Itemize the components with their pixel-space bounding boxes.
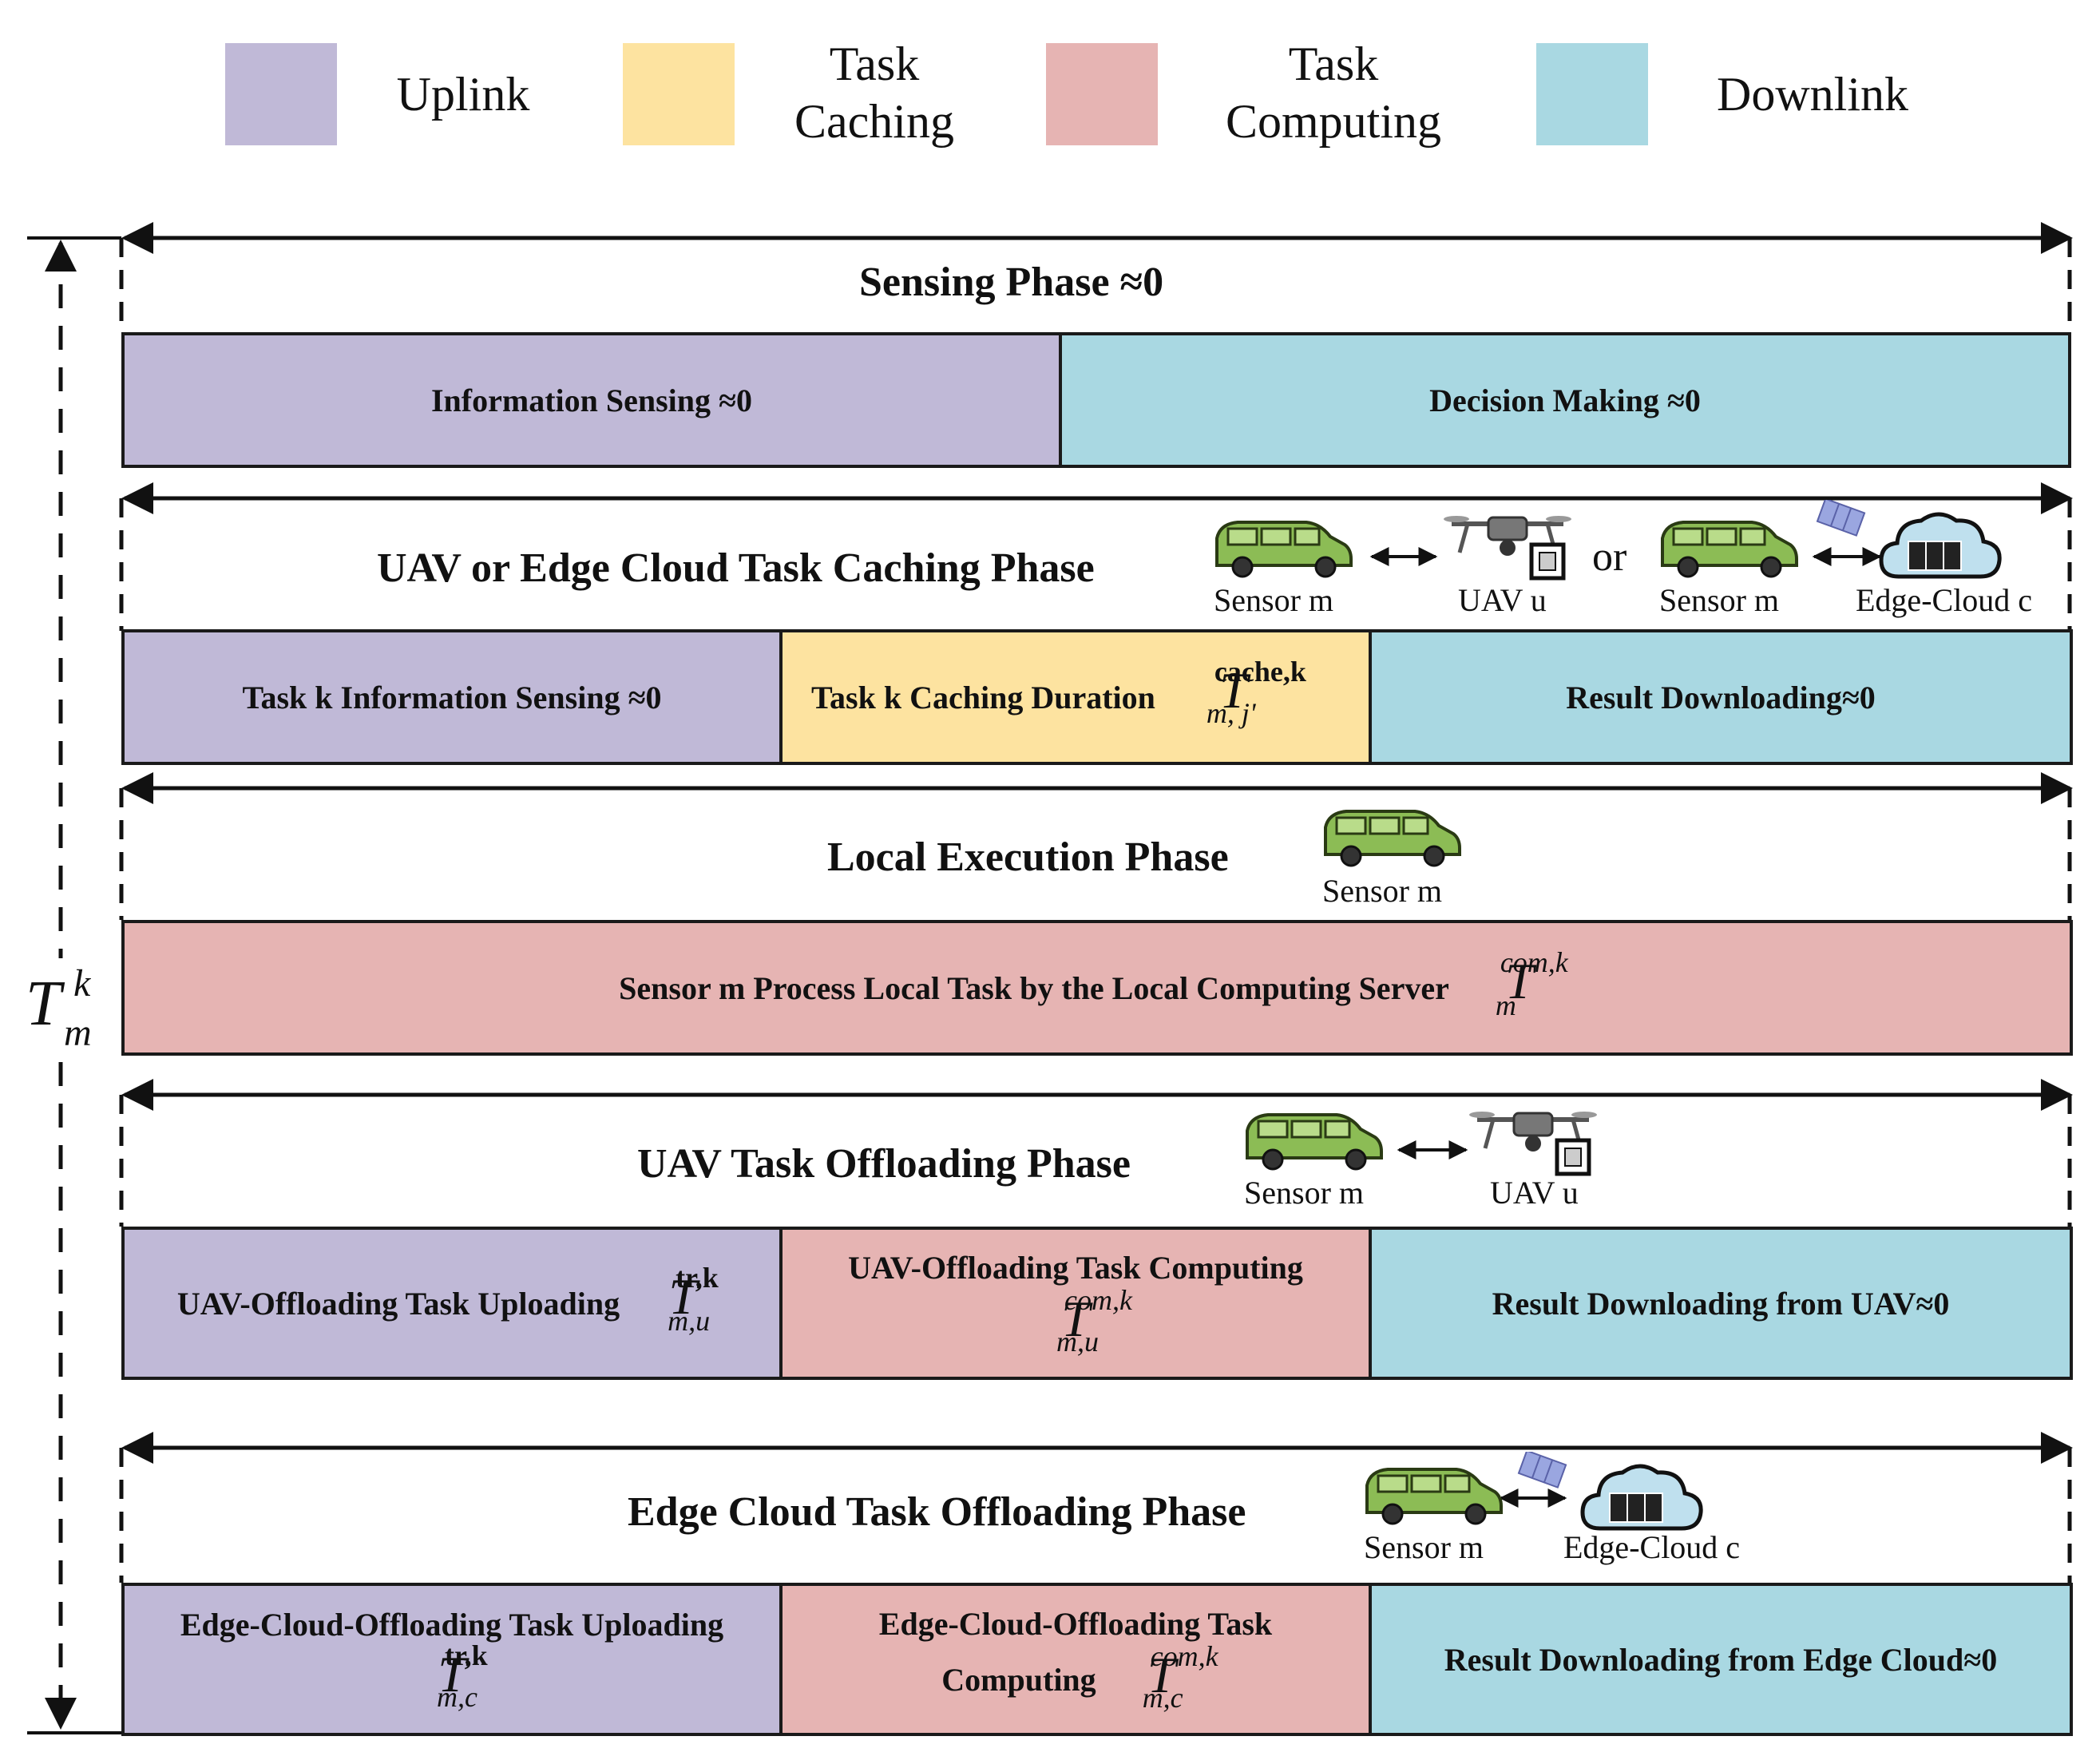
uav-upload-T: T	[668, 1268, 697, 1325]
uav-drone-icon	[1444, 516, 1571, 581]
legend-swatch-downlink	[1536, 43, 1648, 145]
legend-swatch-caching	[623, 43, 735, 145]
local-phase-row: Sensor m Process Local Task by the Local…	[121, 920, 2073, 1056]
edge-offload-phase-row: Edge-Cloud-Offloading Task Uploading T t…	[121, 1583, 2073, 1736]
caching-duration-symbol: T cache,k m, j'	[1178, 656, 1306, 733]
uav-upload-sub: m,u	[668, 1305, 711, 1337]
car-icon	[1324, 810, 1461, 867]
total-time-symbol: T k m	[22, 962, 102, 1059]
task-info-sensing-cell: Task k Information Sensing ≈0	[125, 632, 779, 762]
task-caching-duration-label: Task k Caching Duration	[811, 679, 1155, 715]
uav-uploading-cell: UAV-Offloading Task Uploading T tr,k m,u	[125, 1230, 779, 1377]
uav-offload-sensor-label: Sensor m	[1244, 1175, 1364, 1211]
car-icon	[1661, 521, 1798, 578]
legend-label-computing-line1: Task	[1288, 38, 1379, 90]
information-sensing-cell: Information Sensing ≈0	[125, 335, 1059, 465]
edge-uploading-symbol: T tr,k m,c	[408, 1639, 496, 1714]
edge-computing-label-line1: Edge-Cloud-Offloading Task	[878, 1605, 1273, 1642]
uav-compute-T: T	[1061, 1290, 1090, 1347]
edge-uploading-cell: Edge-Cloud-Offloading Task Uploading T t…	[125, 1586, 779, 1733]
edge-uploading-label: Edge-Cloud-Offloading Task Uploading	[180, 1606, 724, 1643]
local-compute-symbol: T com,k m	[1464, 946, 1575, 1024]
car-icon	[1215, 521, 1353, 578]
total-time-sub: m	[64, 1012, 92, 1054]
total-time-T: T	[26, 969, 61, 1039]
uav-offload-phase-title: UAV Task Offloading Phase	[637, 1141, 1131, 1187]
local-phase-title: Local Execution Phase	[827, 834, 1229, 880]
local-sup: com,k	[1500, 946, 1568, 978]
edge-result-downloading-cell: Result Downloading from Edge Cloud≈0	[1369, 1586, 2070, 1733]
result-downloading-cell: Result Downloading≈0	[1369, 632, 2070, 762]
task-caching-duration-cell: Task k Caching Duration T cache,k m, j'	[779, 632, 1369, 762]
uav-offload-uav-label: UAV u	[1490, 1175, 1579, 1211]
total-time-sup: k	[73, 962, 91, 1005]
edge-upload-sup: tr,k	[445, 1639, 488, 1671]
uav-uploading-label: UAV-Offloading Task Uploading	[176, 1285, 620, 1322]
uav-upload-sup: tr,k	[676, 1262, 719, 1294]
edge-cloud-icon	[1816, 500, 2002, 579]
caching-phase-row: Task k Information Sensing ≈0 Task k Cac…	[121, 629, 2073, 765]
edge-computing-cell: Edge-Cloud-Offloading Task Computing T c…	[779, 1586, 1369, 1733]
caching-cloud-label: Edge-Cloud c	[1856, 582, 2033, 618]
edge-compute-T: T	[1147, 1646, 1176, 1703]
caching-sup: cache,k	[1214, 656, 1306, 688]
sensing-phase-title: Sensing Phase ≈0	[859, 260, 1164, 305]
legend-label-downlink: Downlink	[1717, 68, 1908, 121]
uav-uploading-symbol: T tr,k m,u	[639, 1262, 727, 1339]
uav-computing-symbol: T com,k m,u	[1028, 1284, 1132, 1358]
local-T: T	[1505, 953, 1534, 1009]
phase-dashed-borders	[119, 238, 2072, 1583]
uav-offload-phase-row: UAV-Offloading Task Uploading T tr,k m,u…	[121, 1227, 2073, 1380]
caching-T: T	[1219, 662, 1248, 719]
legend-label-caching: Task Caching	[767, 35, 982, 150]
caching-sub: m, j'	[1206, 697, 1256, 729]
edge-cloud-icon	[1517, 1452, 1703, 1531]
local-processing-label: Sensor m Process Local Task by the Local…	[619, 969, 1449, 1006]
legend-label-computing: Task Computing	[1198, 35, 1469, 150]
legend-label-uplink: Uplink	[396, 68, 530, 121]
edge-compute-sup: com,k	[1150, 1639, 1218, 1672]
legend-label-computing-line2: Computing	[1225, 95, 1442, 148]
uav-compute-sup: com,k	[1064, 1283, 1132, 1316]
legend-label-caching-line2: Caching	[794, 95, 954, 148]
local-sub: m	[1495, 989, 1516, 1021]
uav-result-downloading-cell: Result Downloading from UAV≈0	[1369, 1230, 2070, 1377]
car-icon	[1365, 1468, 1503, 1525]
edge-upload-sub: m,c	[437, 1680, 477, 1713]
caching-sensor-label-2: Sensor m	[1659, 582, 1779, 618]
car-icon	[1246, 1113, 1383, 1171]
local-processing-cell: Sensor m Process Local Task by the Local…	[125, 923, 2070, 1052]
edge-offload-sensor-label: Sensor m	[1364, 1529, 1484, 1565]
edge-compute-sub: m,c	[1142, 1681, 1183, 1714]
edge-upload-T: T	[438, 1645, 466, 1703]
uav-drone-icon	[1469, 1112, 1597, 1176]
caching-or-label: or	[1592, 534, 1627, 580]
legend-swatch-computing	[1046, 43, 1158, 145]
edge-offload-cloud-label: Edge-Cloud c	[1563, 1529, 1741, 1565]
caching-sensor-label-1: Sensor m	[1214, 582, 1333, 618]
uav-computing-label: UAV-Offloading Task Computing	[848, 1249, 1303, 1286]
uav-computing-cell: UAV-Offloading Task Computing T com,k m,…	[779, 1230, 1369, 1377]
edge-computing-label-line2: Computing	[941, 1662, 1096, 1698]
local-sensor-label: Sensor m	[1322, 873, 1442, 909]
caching-phase-title: UAV or Edge Cloud Task Caching Phase	[377, 545, 1095, 591]
decision-making-cell: Decision Making ≈0	[1059, 335, 2068, 465]
edge-computing-symbol: T com,k m,c	[1114, 1640, 1218, 1714]
caching-uav-label: UAV u	[1458, 582, 1547, 618]
edge-offload-phase-title: Edge Cloud Task Offloading Phase	[628, 1489, 1246, 1535]
legend-label-caching-line1: Task	[829, 38, 920, 90]
sensing-phase-row: Information Sensing ≈0 Decision Making ≈…	[121, 332, 2071, 468]
legend-swatch-uplink	[225, 43, 337, 145]
uav-compute-sub: m,u	[1056, 1325, 1099, 1358]
